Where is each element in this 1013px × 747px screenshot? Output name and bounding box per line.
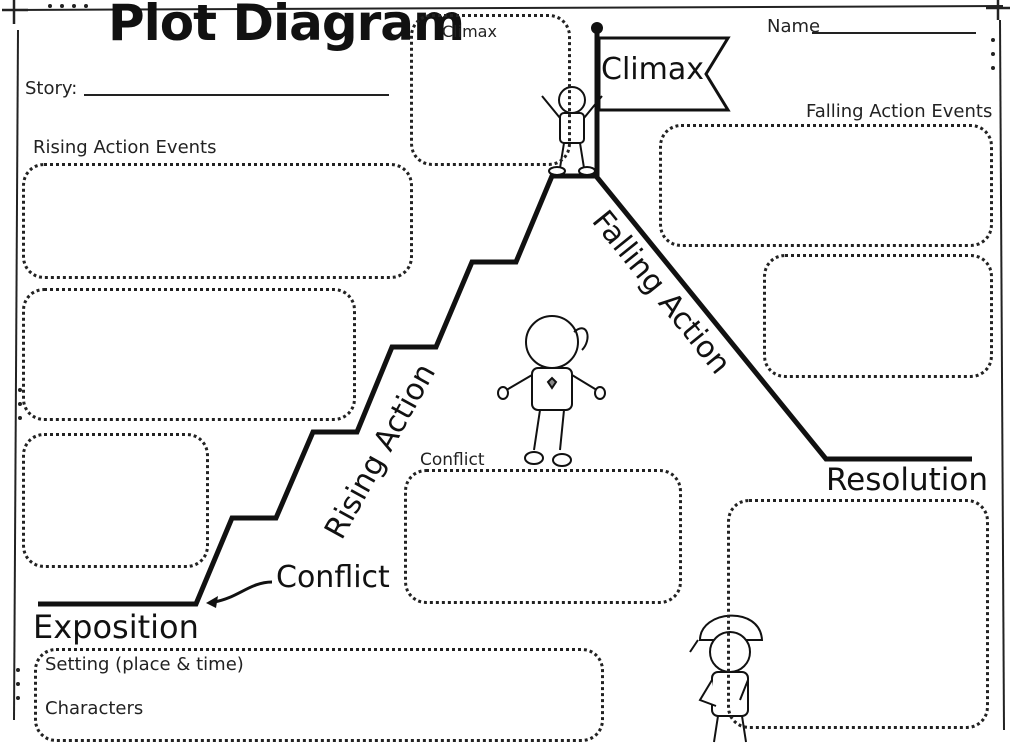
falling-event-box-1[interactable]: [659, 124, 993, 247]
climax-flag-label: Climax: [601, 52, 704, 87]
conflict-arrow-label: Conflict: [276, 560, 390, 595]
name-label: Name: [767, 16, 821, 37]
characters-label: Characters: [45, 698, 144, 719]
conflict-box-label: Conflict: [420, 450, 485, 470]
falling-event-box-2[interactable]: [763, 254, 993, 378]
page-title: Plot Diagram: [108, 0, 465, 52]
story-label: Story:: [25, 78, 78, 99]
setting-label: Setting (place & time): [45, 654, 244, 675]
rising-event-box-2[interactable]: [22, 288, 356, 421]
name-field[interactable]: [812, 32, 976, 34]
conflict-box[interactable]: [404, 469, 682, 604]
boy-illustration: [689, 614, 764, 743]
rising-event-box-3[interactable]: [22, 433, 209, 568]
resolution-label: Resolution: [826, 462, 988, 498]
girl-illustration: [497, 315, 606, 467]
rising-events-label: Rising Action Events: [33, 137, 217, 158]
plot-line: [38, 173, 972, 607]
climax-box-label: Climax: [442, 22, 497, 41]
exposition-box[interactable]: [34, 648, 604, 742]
falling-events-label: Falling Action Events: [806, 101, 993, 122]
story-field[interactable]: [84, 94, 389, 96]
resolution-box[interactable]: [727, 499, 989, 729]
climax-flag-shape: [597, 36, 731, 112]
rising-event-box-1[interactable]: [22, 163, 413, 279]
climax-box[interactable]: [410, 14, 571, 166]
exposition-label: Exposition: [33, 608, 199, 646]
